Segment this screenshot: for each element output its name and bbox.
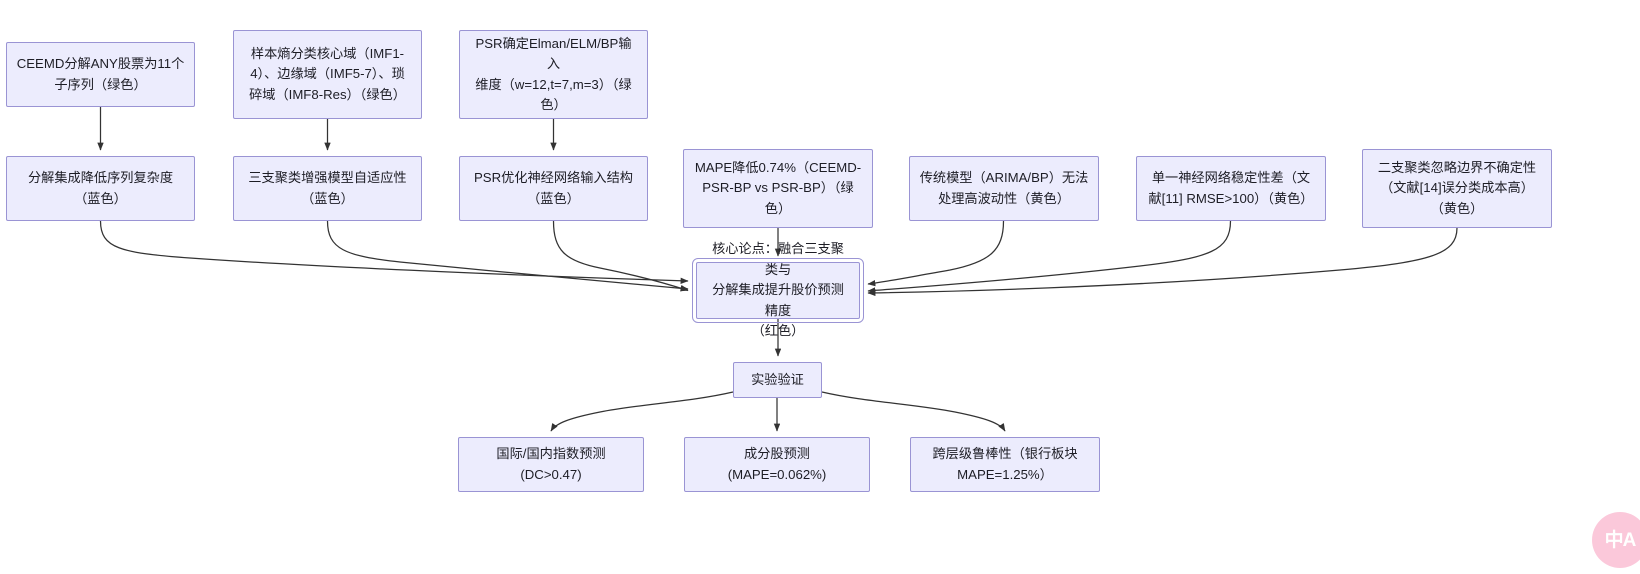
- node-label: CEEMD分解ANY股票为11个 子序列（绿色）: [16, 56, 185, 92]
- node-result-cross-level-robustness[interactable]: 跨层级鲁棒性（银行板块 MAPE=1.25%）: [910, 437, 1100, 492]
- node-psr-optimizes-input-structure[interactable]: PSR优化神经网络输入结构 （蓝色）: [459, 156, 648, 221]
- node-label: 成分股预测 (MAPE=0.062%): [727, 446, 827, 482]
- edge-n5-core: [326, 220, 689, 292]
- edge-exp-r3: [821, 391, 1006, 432]
- node-label: MAPE降低0.74%（CEEMD- PSR-BP vs PSR-BP）（绿 色…: [694, 159, 862, 216]
- node-three-way-clustering-adaptivity[interactable]: 三支聚类增强模型自适应性 （蓝色）: [233, 156, 422, 221]
- node-label: PSR确定Elman/ELM/BP输入 维度（w=12,t=7,m=3）（绿 色…: [475, 35, 632, 112]
- node-label: 传统模型（ARIMA/BP）无法 处理高波动性（黄色）: [919, 170, 1089, 206]
- node-experimental-validation[interactable]: 实验验证: [733, 362, 822, 398]
- node-single-network-instability[interactable]: 单一神经网络稳定性差（文 献[11] RMSE>100）（黄色）: [1136, 156, 1326, 221]
- node-label: 跨层级鲁棒性（银行板块 MAPE=1.25%）: [932, 446, 1078, 482]
- edge-n4-core: [99, 220, 689, 284]
- edge-exp-r1: [550, 391, 734, 432]
- node-label: 核心论点：融合三支聚类与 分解集成提升股价预测精度 （红色）: [712, 241, 844, 339]
- node-psr-input-dimension[interactable]: PSR确定Elman/ELM/BP输入 维度（w=12,t=7,m=3）（绿 色…: [459, 30, 648, 119]
- edge-n10-core: [867, 227, 1458, 297]
- node-label: 二支聚类忽略边界不确定性 （文献[14]误分类成本高） （黄色）: [1377, 159, 1537, 216]
- node-label: 三支聚类增强模型自适应性 （蓝色）: [248, 170, 407, 206]
- node-label: PSR优化神经网络输入结构 （蓝色）: [474, 170, 633, 206]
- node-ceemd-decomposition[interactable]: CEEMD分解ANY股票为11个 子序列（绿色）: [6, 42, 195, 107]
- watermark-label: 中A: [1604, 529, 1637, 551]
- node-label: 样本熵分类核心域（IMF1- 4）、边缘域（IMF5-7）、琐 碎域（IMF8-…: [249, 45, 406, 102]
- node-mape-improvement[interactable]: MAPE降低0.74%（CEEMD- PSR-BP vs PSR-BP）（绿 色…: [683, 149, 873, 228]
- watermark-badge: 中A: [1592, 512, 1640, 568]
- edge-n8-core: [867, 220, 1005, 287]
- node-result-constituent-stock-forecast[interactable]: 成分股预测 (MAPE=0.062%): [684, 437, 870, 492]
- node-decomposition-reduces-complexity[interactable]: 分解集成降低序列复杂度 （蓝色）: [6, 156, 195, 221]
- node-core-thesis[interactable]: 核心论点：融合三支聚类与 分解集成提升股价预测精度 （红色）: [692, 241, 864, 338]
- node-two-way-clustering-limitation[interactable]: 二支聚类忽略边界不确定性 （文献[14]误分类成本高） （黄色）: [1362, 149, 1552, 228]
- node-label: 分解集成降低序列复杂度 （蓝色）: [27, 170, 174, 206]
- node-result-index-forecast[interactable]: 国际/国内指数预测 (DC>0.47): [458, 437, 644, 492]
- edge-n6-core: [552, 220, 689, 292]
- edge-n9-core: [867, 220, 1232, 294]
- node-label: 实验验证: [751, 371, 804, 387]
- node-label: 国际/国内指数预测 (DC>0.47): [496, 446, 606, 482]
- node-label: 单一神经网络稳定性差（文 献[11] RMSE>100）（黄色）: [1148, 170, 1314, 206]
- node-sample-entropy-classification[interactable]: 样本熵分类核心域（IMF1- 4）、边缘域（IMF5-7）、琐 碎域（IMF8-…: [233, 30, 422, 119]
- node-traditional-models-limitation[interactable]: 传统模型（ARIMA/BP）无法 处理高波动性（黄色）: [909, 156, 1099, 221]
